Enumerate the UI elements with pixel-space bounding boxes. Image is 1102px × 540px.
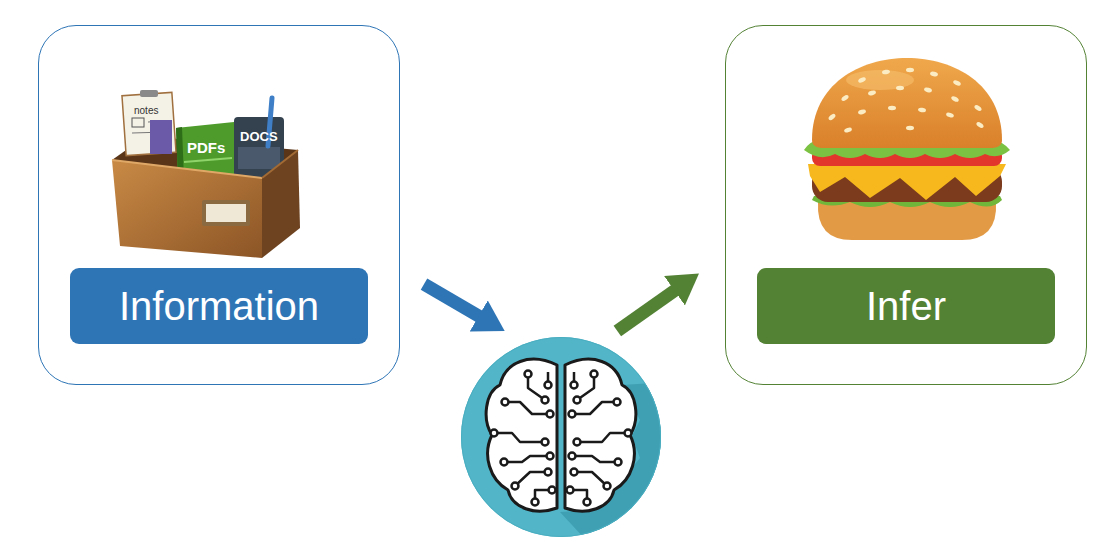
sesame-seeds [896, 86, 904, 90]
circle-outline [461, 337, 661, 537]
docs-label: DOCS [240, 129, 278, 144]
notes-label: notes [134, 105, 158, 116]
file-box-icon [112, 160, 262, 178]
label-plate [202, 200, 250, 226]
sesame-seeds [950, 95, 959, 103]
brain-circuit [491, 371, 556, 506]
sesame-seeds [888, 106, 896, 110]
brain-circuit [501, 459, 508, 466]
sesame-seeds [973, 104, 982, 112]
brain-circuit [567, 371, 632, 506]
docs-tablet [238, 147, 280, 169]
sesame-seeds [828, 113, 837, 122]
brain-circuit [491, 371, 556, 506]
circle-outline [462, 338, 661, 537]
hamburger-icon [812, 58, 1002, 148]
pdf-label: PDFs [187, 139, 225, 157]
brain-circuit [542, 397, 549, 404]
box-front [112, 160, 262, 258]
file-box-icon [112, 90, 300, 258]
node-label: Information [70, 268, 368, 344]
sesame-seeds [857, 76, 866, 83]
brain-icon [461, 337, 760, 540]
brain-circuit [542, 439, 549, 446]
brain-circuit [512, 483, 519, 490]
label-plate [206, 204, 246, 222]
notes-clipboard [122, 92, 176, 155]
brain-icon [486, 359, 557, 511]
sesame-seeds [828, 68, 985, 134]
notes-clipboard [122, 90, 176, 156]
information-box: Information [38, 25, 400, 385]
node-label: Infer [757, 268, 1055, 344]
brain-circuit [532, 499, 539, 506]
sesame-seeds [930, 71, 939, 77]
notes-clipboard [140, 90, 158, 97]
notes-clipboard [132, 118, 144, 127]
brain-circuit [547, 411, 554, 418]
brain-circle [461, 337, 661, 537]
sesame-seeds [858, 109, 867, 115]
brain-circuit [547, 453, 554, 460]
brain-circuit [515, 472, 548, 486]
sesame-seeds [843, 127, 852, 134]
sesame-seeds [906, 126, 914, 130]
box-side [262, 150, 300, 258]
sesame-seeds [975, 121, 984, 129]
hamburger-icon [808, 164, 1006, 200]
brain-circuit [494, 433, 545, 442]
brain-circuit [549, 487, 556, 494]
hamburger-icon [804, 58, 1010, 240]
brain-circuit [491, 430, 498, 437]
sesame-seeds [868, 90, 877, 96]
sesame-seeds [882, 69, 891, 75]
file-box-icon [262, 150, 298, 178]
infer-box: Infer [725, 25, 1087, 385]
docs-label: DOCS [240, 127, 278, 145]
sesame-seeds [945, 112, 954, 119]
brain-circuit [504, 456, 550, 462]
brain-circuit [545, 382, 552, 389]
brain-circuit [502, 399, 509, 406]
flow-arrow [424, 284, 489, 322]
sesame-seeds [952, 79, 961, 86]
notes-label: notes [134, 100, 158, 118]
brain-icon [565, 359, 636, 511]
purple-folder [150, 120, 172, 154]
sesame-seeds [906, 68, 914, 72]
pdf-label: PDFs [187, 139, 225, 156]
sesame-seeds [924, 87, 933, 93]
hamburger-icon [818, 202, 996, 240]
hamburger-icon [846, 70, 914, 90]
brain-circuit [545, 469, 552, 476]
sesame-seeds [918, 107, 927, 113]
sesame-seeds [840, 94, 849, 102]
brain-circuit [525, 371, 532, 378]
pdf-book [184, 158, 232, 162]
label-plate [202, 200, 250, 226]
flow-arrow [617, 284, 684, 331]
